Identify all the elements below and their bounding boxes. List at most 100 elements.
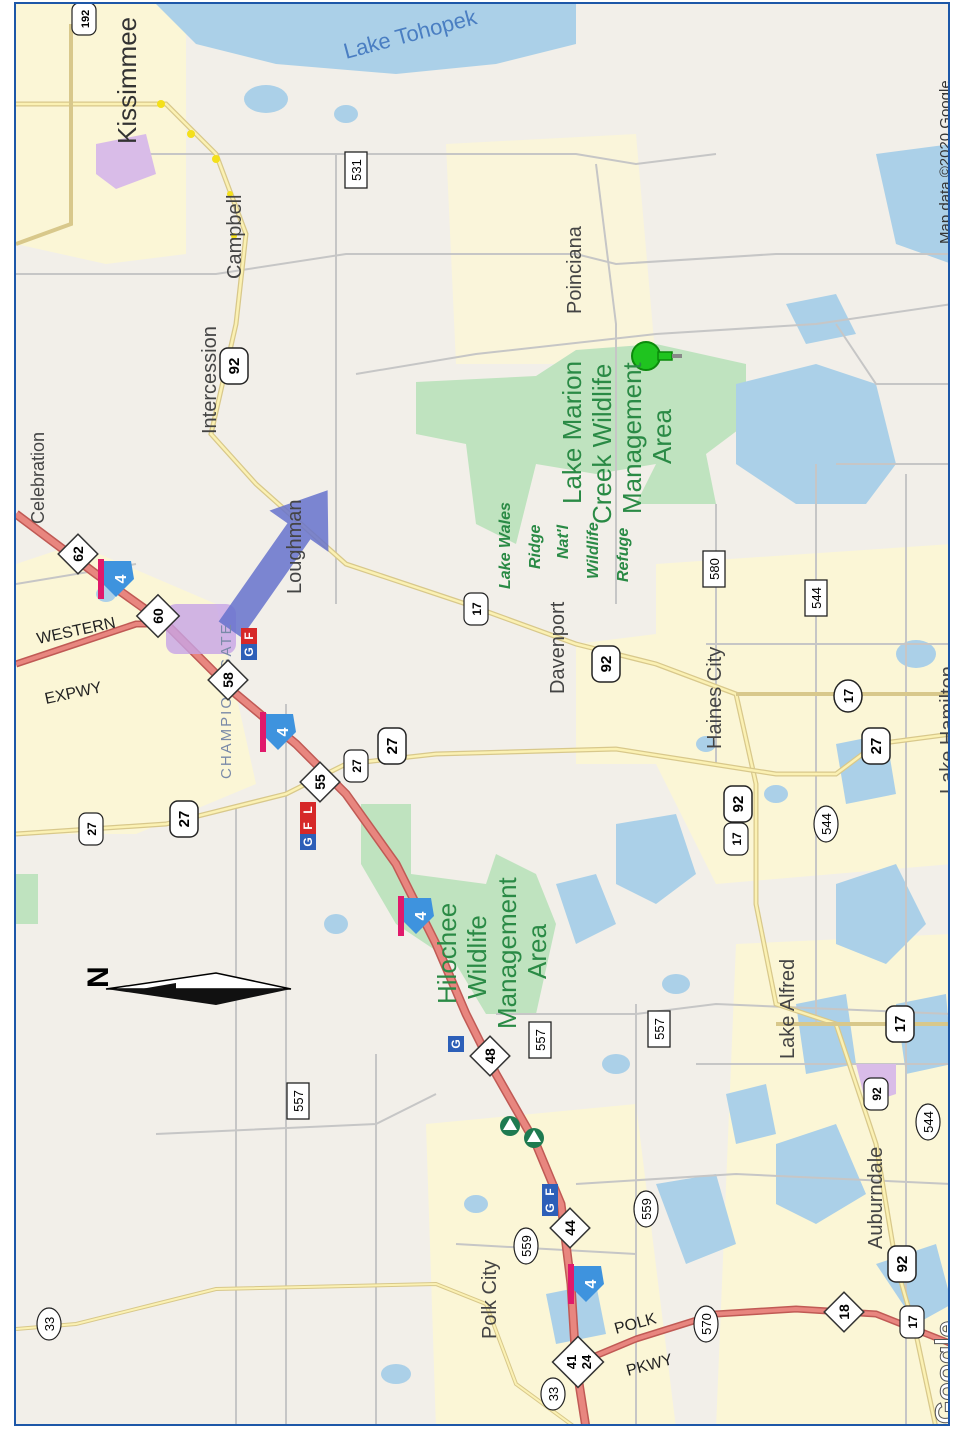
svg-text:17: 17 xyxy=(470,602,484,616)
svg-text:58: 58 xyxy=(220,672,236,688)
svg-text:92: 92 xyxy=(894,1256,911,1273)
svg-text:55: 55 xyxy=(312,774,328,790)
svg-text:G: G xyxy=(543,1203,557,1212)
svg-text:92: 92 xyxy=(870,1087,884,1101)
us27-shield: 27 xyxy=(78,812,104,846)
svg-text:192: 192 xyxy=(80,10,92,28)
svg-text:G: G xyxy=(242,647,256,656)
sr544-shield: 544 xyxy=(813,805,839,843)
label-lake-alfred: Lake Alfred xyxy=(777,959,799,1059)
us17-shield: 17 xyxy=(899,1305,925,1339)
svg-text:544: 544 xyxy=(819,813,834,835)
sr559-shield: 559 xyxy=(633,1190,659,1228)
svg-text:18: 18 xyxy=(836,1304,852,1320)
compass-icon xyxy=(105,972,292,1005)
svg-text:27: 27 xyxy=(176,811,193,828)
google-logo: Google xyxy=(930,1321,950,1424)
kissimmee-poi-area xyxy=(96,134,156,189)
polk-pkwy xyxy=(574,1305,948,1368)
label-lake-wales-2: Ridge xyxy=(527,524,544,569)
exit-48: 48 xyxy=(469,1035,511,1077)
label-lake-wales-4: Wildlife xyxy=(585,522,602,579)
sr33-shield: 33 xyxy=(36,1307,62,1341)
svg-text:17: 17 xyxy=(906,1315,920,1329)
us92-shield: 92 xyxy=(863,1077,889,1111)
svg-text:17: 17 xyxy=(892,1016,909,1033)
svg-text:4: 4 xyxy=(275,727,292,736)
rest-area-icon xyxy=(500,1116,544,1148)
svg-text:48: 48 xyxy=(482,1048,498,1064)
svg-text:92: 92 xyxy=(598,656,615,673)
svg-text:33: 33 xyxy=(42,1317,57,1331)
svg-text:24: 24 xyxy=(579,1354,594,1369)
svg-text:44: 44 xyxy=(562,1220,578,1236)
i4-shield: 4 xyxy=(398,896,434,936)
label-lake-hamilton: Lake Hamilton xyxy=(937,666,950,794)
us17-shield: 17 xyxy=(723,822,749,856)
park-labels: Lake Marion Creek Wildlife Management Ar… xyxy=(432,361,677,1029)
label-intercession: Intercession xyxy=(199,326,221,434)
i4-shield: 4 xyxy=(98,559,134,599)
label-celebration: Celebration xyxy=(28,432,48,524)
label-campbell: Campbell xyxy=(224,195,246,279)
label-lake-marion-3: Management xyxy=(617,361,647,514)
label-loughman: Loughman xyxy=(284,499,306,594)
state-route-shields: 17 33 33 559 559 544 544 570 xyxy=(36,679,941,1411)
cr544-shield: 544 xyxy=(804,579,828,617)
svg-text:33: 33 xyxy=(546,1387,561,1401)
championsgate-highlight xyxy=(166,604,236,654)
exit-18: 18 xyxy=(823,1291,865,1333)
cr531-shield: 531 xyxy=(344,151,368,189)
svg-text:27: 27 xyxy=(384,738,401,755)
us92-shield: 92 xyxy=(887,1245,917,1283)
svg-text:570: 570 xyxy=(699,1313,714,1335)
svg-text:559: 559 xyxy=(639,1198,654,1220)
cr557-shield: 557 xyxy=(528,1021,552,1059)
svg-text:544: 544 xyxy=(809,587,824,609)
sr544-shield: 544 xyxy=(915,1103,941,1141)
label-kissimmee: Kissimmee xyxy=(112,17,142,144)
label-lake-wales-5: Refuge xyxy=(615,528,632,582)
label-lake-wales-1: Lake Wales xyxy=(497,502,514,589)
label-hilochee-4: Area xyxy=(522,924,552,979)
svg-text:L: L xyxy=(301,806,315,813)
label-hilochee-1: Hilochee xyxy=(432,903,462,1004)
label-lake-marion-2: Creek Wildlife xyxy=(587,364,617,524)
svg-text:41: 41 xyxy=(564,1355,579,1369)
svg-text:17: 17 xyxy=(730,832,744,846)
sr33-shield: 33 xyxy=(540,1377,566,1411)
svg-text:F: F xyxy=(543,1188,557,1195)
svg-text:557: 557 xyxy=(291,1090,306,1112)
label-auburndale: Auburndale xyxy=(865,1147,887,1249)
us17-shield: 17 xyxy=(885,1005,915,1043)
us27-shield: 27 xyxy=(169,800,199,838)
svg-text:27: 27 xyxy=(868,738,885,755)
svg-text:531: 531 xyxy=(349,159,364,181)
sr570-shield: 570 xyxy=(693,1305,719,1343)
svg-text:17: 17 xyxy=(841,689,856,703)
service-markers: G F G F L G G F xyxy=(241,628,558,1216)
us192-shield: 192 xyxy=(71,4,97,36)
interstate-shields: 4 4 4 4 xyxy=(98,559,604,1304)
cr557-shield: 557 xyxy=(647,1010,671,1048)
location-marker[interactable] xyxy=(631,341,682,371)
svg-text:557: 557 xyxy=(533,1029,548,1051)
exit-62: 62 xyxy=(57,533,99,575)
direction-arrow[interactable] xyxy=(201,470,357,651)
cr557-shield: 557 xyxy=(286,1082,310,1120)
map-viewport[interactable]: N Lake Tohopek Kissimmee Campbell Interc… xyxy=(14,2,950,1426)
us27-shield: 27 xyxy=(343,749,369,783)
svg-text:92: 92 xyxy=(226,358,243,375)
svg-text:544: 544 xyxy=(921,1111,936,1133)
us92-shield: 92 xyxy=(219,347,249,385)
map-canvas[interactable]: N Lake Tohopek Kissimmee Campbell Interc… xyxy=(16,4,950,1426)
yellow-markers xyxy=(157,100,237,239)
label-poinciana: Poinciana xyxy=(564,225,586,314)
i4-shield: 4 xyxy=(260,712,296,752)
us-route-shields: 92 92 92 92 92 27 27 27 27 27 17 17 17 1… xyxy=(71,4,925,1339)
svg-text:F: F xyxy=(242,632,256,639)
i4-shield: 4 xyxy=(568,1264,604,1304)
svg-text:580: 580 xyxy=(707,558,722,580)
